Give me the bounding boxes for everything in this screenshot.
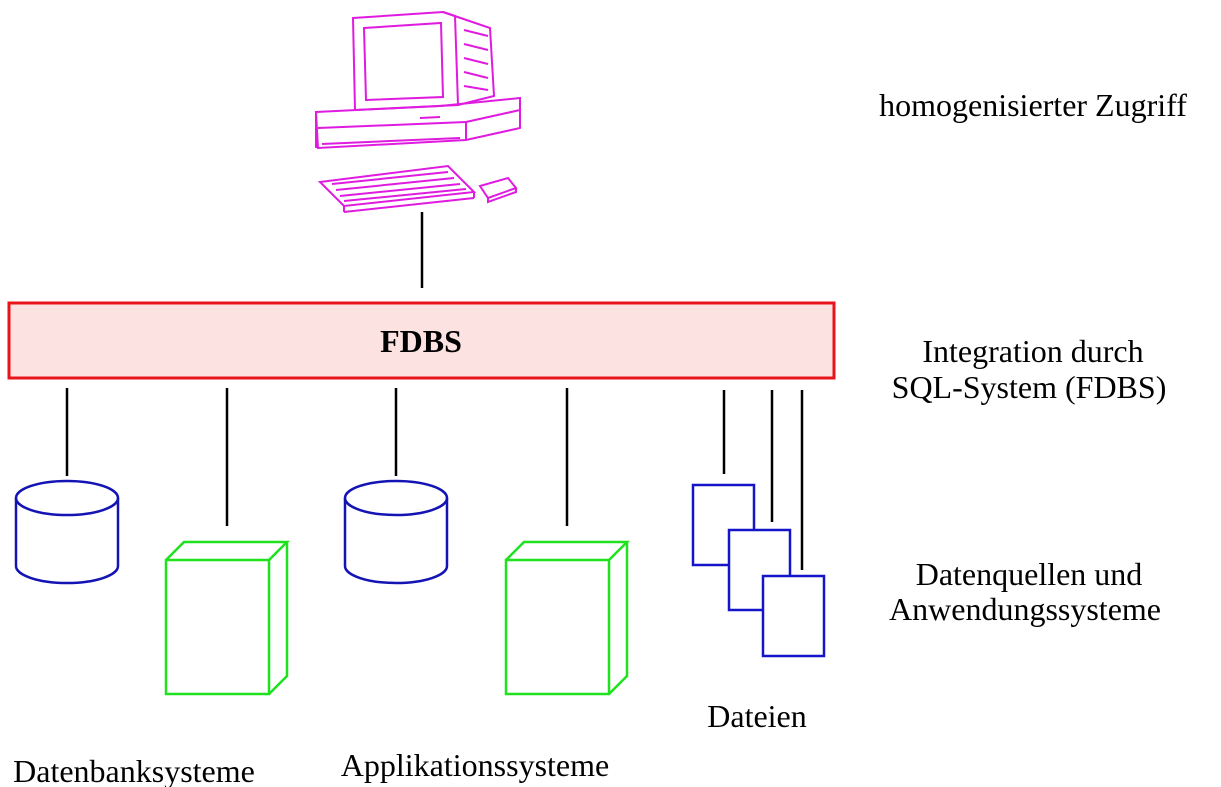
workstation-icon (314, 10, 521, 213)
files-label: Dateien (707, 698, 807, 734)
fdbs-label: FDBS (380, 323, 462, 359)
access-label: homogenisierter Zugriff (879, 87, 1187, 123)
fdbs-box (7, 301, 836, 380)
file-document-icon (761, 574, 826, 658)
database-cylinder-icon (14, 479, 120, 585)
integration-label-line2: SQL-System (FDBS) (892, 369, 1167, 405)
databases-label: Datenbanksysteme (13, 753, 255, 787)
sources-label-line2: Anwendungssysteme (889, 591, 1161, 627)
connector-lines (65, 388, 804, 570)
database-cylinder-icon (343, 479, 449, 585)
integration-label-line1: Integration durch (922, 333, 1143, 369)
file-document-icon (691, 483, 756, 567)
application-box-icon (164, 540, 291, 696)
applications-label: Applikationssysteme (341, 747, 609, 783)
sources-label-line1: Datenquellen und (916, 556, 1143, 592)
application-box-icon (504, 540, 631, 696)
